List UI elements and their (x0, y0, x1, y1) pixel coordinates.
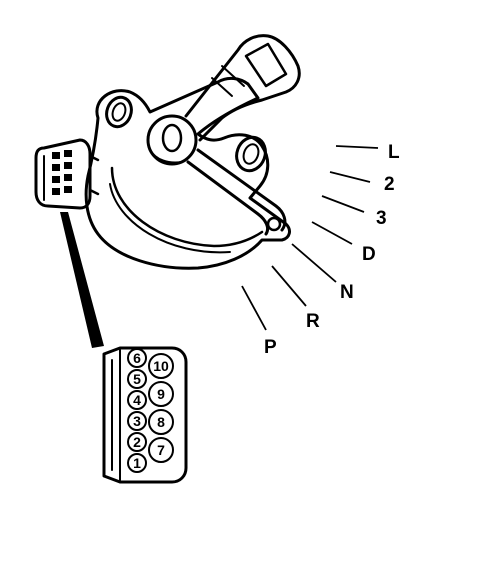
line-2 (329, 171, 371, 183)
pin-number: 7 (157, 442, 165, 458)
label-r: R (306, 311, 320, 332)
pin-number: 1 (133, 455, 141, 471)
pin-circle-right_column (148, 409, 174, 435)
pin-circle-left_column (127, 390, 147, 410)
label-d: D (362, 244, 376, 265)
line-p (241, 285, 267, 331)
label-n: N (340, 282, 354, 303)
pin-circle-left_column (127, 432, 147, 452)
pin-number: 6 (133, 350, 141, 366)
connector-pins-right-column: 10 9 8 7 (148, 353, 174, 463)
pin-number: 4 (133, 392, 141, 408)
pin-number: 5 (133, 371, 141, 387)
label-p: P (264, 337, 277, 358)
line-n (291, 243, 337, 283)
pin-number: 8 (157, 414, 165, 430)
label-3: 3 (376, 208, 387, 229)
switch-body (84, 76, 291, 270)
label-2: 2 (384, 174, 395, 195)
position-labels: L 2 3 D N R P (264, 142, 400, 358)
pin-circle-right_column (148, 437, 174, 463)
line-r (271, 265, 307, 307)
connector-pin-grid (52, 150, 72, 195)
pointer-wedge (60, 212, 104, 348)
pin-circle-left_column (127, 348, 147, 368)
position-lines (241, 145, 379, 331)
label-l: L (388, 142, 400, 163)
enlarged-connector (102, 346, 188, 484)
pin-circle-left_column (127, 411, 147, 431)
pin-number: 9 (157, 386, 165, 402)
line-l (335, 145, 379, 149)
line-3 (321, 195, 365, 213)
pin-circle-right_column (148, 353, 174, 379)
body-connector (34, 138, 100, 210)
pin-number: 2 (133, 434, 141, 450)
connector-pins-left-column: 6 5 4 3 2 1 (127, 348, 147, 473)
pin-circle-left_column (127, 453, 147, 473)
pin-number: 3 (133, 413, 141, 429)
line-d (311, 221, 353, 245)
pin-circle-right_column (148, 381, 174, 407)
pin-circle-left_column (127, 369, 147, 389)
shift-lever (184, 34, 301, 236)
pin-number: 10 (153, 358, 169, 374)
